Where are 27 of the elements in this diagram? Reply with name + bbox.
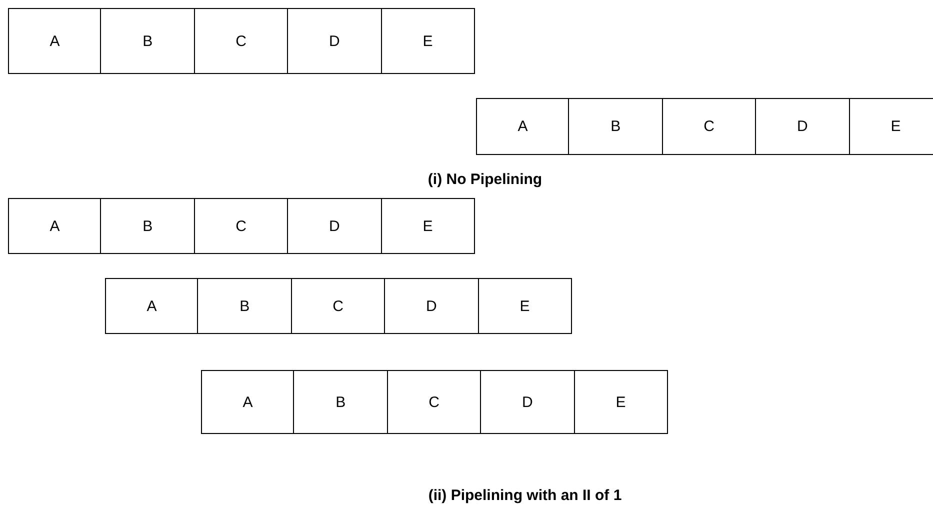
- stage-box: B: [100, 8, 195, 74]
- caption: (i) No Pipelining: [428, 171, 542, 188]
- stage-box: B: [568, 98, 663, 155]
- stage-box: A: [105, 278, 198, 334]
- stage-box: B: [197, 278, 292, 334]
- stage-box: B: [100, 198, 195, 254]
- stage-box: E: [574, 370, 668, 434]
- stage-box: D: [755, 98, 850, 155]
- stage-box: A: [476, 98, 570, 155]
- stage-box: E: [380, 8, 475, 74]
- stage-box: D: [287, 198, 382, 254]
- stage-box: C: [194, 8, 288, 74]
- stage-box: C: [386, 370, 482, 434]
- stage-box: C: [662, 98, 756, 155]
- stage-box: D: [480, 370, 575, 434]
- stage-box: A: [201, 370, 294, 434]
- stage-box: A: [8, 198, 102, 254]
- stage-box: D: [384, 278, 479, 334]
- stage-box: E: [478, 278, 572, 334]
- stage-box: E: [848, 98, 933, 155]
- stage-box: B: [293, 370, 388, 434]
- stage-box: C: [194, 198, 288, 254]
- stage-box: A: [8, 8, 102, 74]
- stage-box: D: [287, 8, 382, 74]
- caption: (ii) Pipelining with an II of 1: [428, 487, 622, 504]
- stage-box: E: [380, 198, 475, 254]
- stage-box: C: [290, 278, 386, 334]
